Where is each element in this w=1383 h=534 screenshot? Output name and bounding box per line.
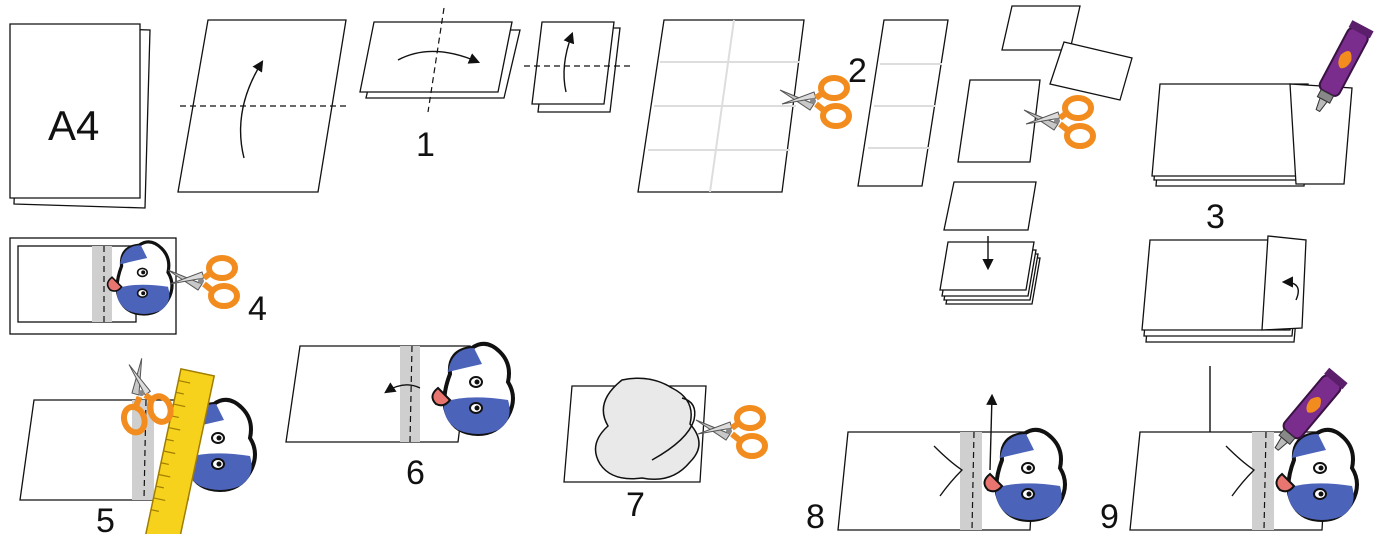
scissors-icon xyxy=(696,408,765,456)
step-8-unfold: 8 xyxy=(806,393,1067,534)
unfolded-grid-sheet xyxy=(637,19,849,193)
step-6-fold-strip: 6 xyxy=(285,341,515,492)
step-9-label: 9 xyxy=(1100,498,1119,534)
step-1-label: 1 xyxy=(416,126,435,164)
ruler-icon xyxy=(144,367,216,534)
fold-eighth-sheet xyxy=(524,21,630,113)
step-6-label: 6 xyxy=(406,454,425,492)
glued-stack: 3 xyxy=(1151,19,1375,236)
step-8-label: 8 xyxy=(806,498,825,534)
step-9-glue-booklet: 9 xyxy=(1100,366,1359,534)
fold-half-sheet xyxy=(177,19,347,193)
step-3-label: 3 xyxy=(1206,198,1225,236)
cut-strip: 2 xyxy=(848,19,949,187)
fold-quarter-sheet: 1 xyxy=(359,7,521,164)
booklet-cover xyxy=(1141,235,1307,453)
a4-sheet: A4 xyxy=(9,23,151,209)
step-5-label: 5 xyxy=(96,502,115,534)
scissors-icon xyxy=(168,258,237,306)
step-7-label: 7 xyxy=(626,486,645,524)
step-5-ruler-cut: 5 xyxy=(19,355,257,534)
separate-pieces xyxy=(939,5,1133,305)
stack-pile xyxy=(939,241,1041,305)
a4-label: A4 xyxy=(48,102,99,149)
step-4-cut-template: 4 xyxy=(9,237,267,335)
step-4-label: 4 xyxy=(248,290,267,328)
step-2-label: 2 xyxy=(848,52,867,90)
step-7-cut-shape: 7 xyxy=(563,377,765,524)
